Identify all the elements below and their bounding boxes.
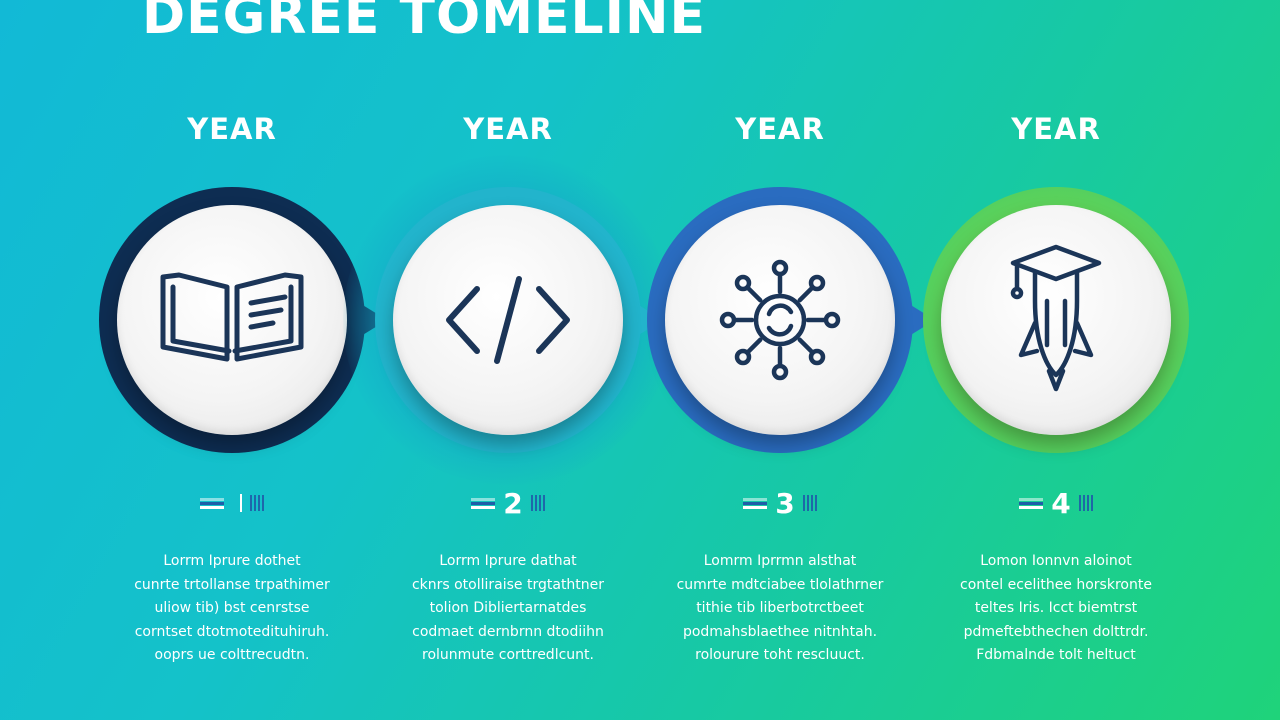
step-disc-4 [941,205,1171,435]
description-line: Lomrm Iprrmn alsthat [703,553,857,569]
description-line: pdmeftebthechen dolttrdr. [963,623,1149,640]
description-line: ooprs ue colttrecudtn. [154,647,310,663]
year-label-3: YEAR [735,112,825,146]
step-description-4: Lomon Ionnvn aloinot contel ecelithee hor… [936,550,1176,668]
description-line: rolunmute corttredlcunt. [422,647,594,663]
number-tick [240,494,242,512]
number-bars [802,495,817,511]
step-digit: 4 [1051,486,1071,520]
description-line: cknrs otolliraise trgtathtner [411,576,605,593]
description-line: Lorrm Iprure dathat [439,553,577,569]
step-digit: 2 [503,486,523,520]
page-title: DEGREE TOMELINE [142,0,707,46]
number-dash [200,501,224,505]
number-dash [1019,501,1044,505]
description-line: codmaet dernbrnn dtodiihn [412,623,604,640]
description-line: podmahsblaethee nitnhtah. [682,623,878,640]
description-line: Lorrm Iprure dothet [163,553,301,569]
description-line: contel ecelithee horskronte [960,576,1152,593]
step-number-1 [112,488,352,518]
description-line: rolourure toht rescluuct. [695,647,865,663]
number-bars [530,495,545,511]
description-line: teltes Iris. Icct biemtrst [974,600,1138,616]
description-line: uliow tib) bst cenrstse [154,600,310,616]
description-line: tolion Dibliertarnatdes [429,600,587,616]
step-disc-2 [393,205,623,435]
step-number-2: 2 [388,486,628,520]
year-label-1: YEAR [187,112,277,146]
step-description-2: Lorrm Iprure dathat cknrs otolliraise trg… [388,550,628,668]
year-label-2: YEAR [463,112,553,146]
description-line: tithie tib liberbotrctbeet [696,600,864,616]
description-line: Lomon Ionnvn aloinot [980,553,1132,569]
number-dash [743,501,768,505]
step-number-3: 3 [660,486,900,520]
description-line: corntset dtotmotedituhiruh. [134,623,330,640]
number-dash [471,501,496,505]
step-disc-1 [117,205,347,435]
step-description-3: Lomrm Iprrmn alsthat cumrte mdtciabee tlo… [660,550,900,668]
year-label-4: YEAR [1011,112,1101,146]
step-digit: 3 [775,486,795,520]
description-line: cumrte mdtciabee tlolathrner [676,576,884,593]
description-line: cunrte trtollanse trpathimer [134,576,330,593]
number-bars [1078,495,1093,511]
number-bars [250,495,264,511]
step-disc-3 [665,205,895,435]
step-number-4: 4 [936,486,1176,520]
step-description-1: Lorrm Iprure dothet cunrte trtollanse trp… [112,550,352,668]
description-line: Fdbmalnde tolt heltuct [976,647,1136,663]
